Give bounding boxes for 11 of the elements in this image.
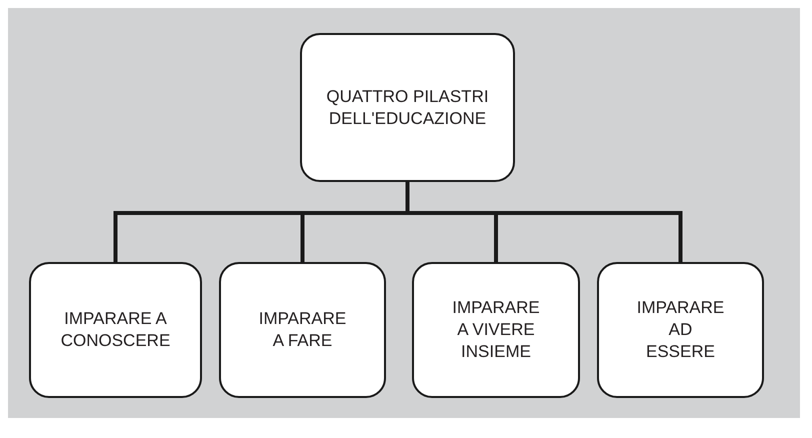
box-label: QUATTRO PILASTRI DELL'EDUCAZIONE <box>325 86 490 130</box>
rounded-box <box>300 33 515 182</box>
rounded-box <box>412 262 580 398</box>
rounded-box <box>219 262 386 398</box>
box-label: IMPARARE A FARE <box>258 308 346 352</box>
box-label: IMPARARE A CONOSCERE <box>60 308 170 352</box>
rounded-box <box>597 262 764 398</box>
box-label: IMPARARE A VIVERE INSIEME <box>451 297 541 363</box>
box-label: IMPARARE AD ESSERE <box>636 297 724 363</box>
rounded-box <box>29 262 202 398</box>
connector-line <box>406 182 682 262</box>
